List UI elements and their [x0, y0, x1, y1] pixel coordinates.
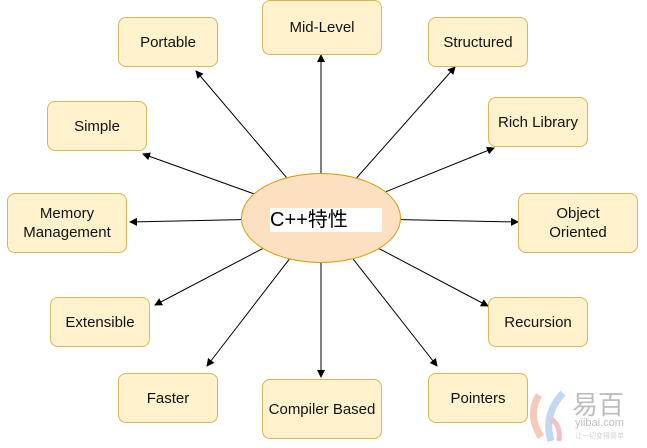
arrow-to-structured — [356, 66, 456, 179]
node-compiler-based[interactable]: Compiler Based — [262, 379, 382, 439]
arrow-to-portable — [195, 70, 287, 178]
arrow-to-extensible — [154, 248, 263, 306]
yiibai-watermark: 易百 yiibai.com 让一切变得简单 — [525, 385, 645, 445]
arrow-to-faster — [206, 258, 290, 367]
watermark-slogan: 让一切变得简单 — [575, 433, 624, 440]
node-memory-management[interactable]: Memory Management — [7, 193, 127, 253]
yiibai-logo-icon — [530, 390, 566, 443]
center-label: C++特性 — [270, 208, 382, 232]
node-recursion[interactable]: Recursion — [488, 297, 588, 347]
node-mid-level[interactable]: Mid-Level — [262, 0, 382, 55]
arrow-to-simple — [142, 152, 254, 195]
node-object-oriented[interactable]: Object Oriented — [518, 193, 638, 253]
arrow-to-pointers — [352, 258, 438, 367]
node-faster[interactable]: Faster — [118, 373, 218, 423]
node-structured[interactable]: Structured — [428, 17, 528, 67]
arrow-to-recursion — [379, 248, 489, 307]
node-portable[interactable]: Portable — [118, 17, 218, 67]
watermark-title: 易百 — [572, 390, 625, 420]
node-simple[interactable]: Simple — [47, 101, 147, 151]
arrow-to-object-oriented — [400, 217, 519, 226]
arrow-to-memory-management — [129, 217, 242, 226]
node-rich-library[interactable]: Rich Library — [488, 97, 588, 147]
node-pointers[interactable]: Pointers — [428, 373, 528, 423]
node-extensible[interactable]: Extensible — [50, 297, 150, 347]
arrow-to-rich-library — [385, 146, 495, 193]
watermark-url: yiibai.com — [575, 417, 624, 429]
